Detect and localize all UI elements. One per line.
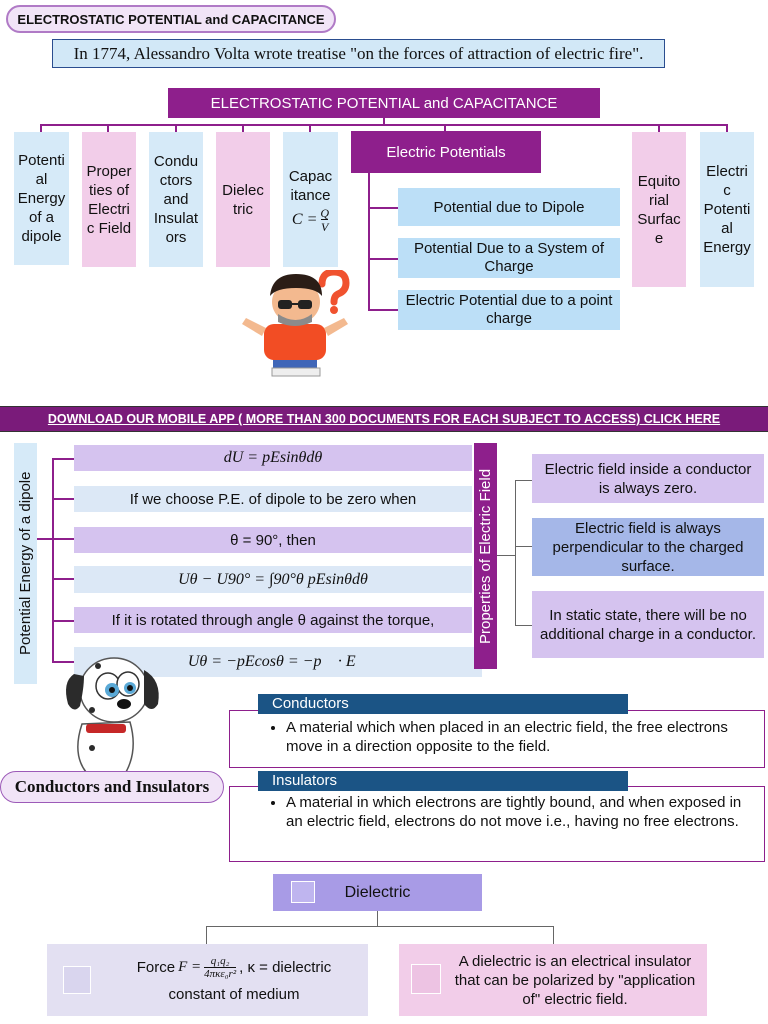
mindmap-root: ELECTROSTATIC POTENTIAL and CAPACITANCE [168,88,600,118]
field-connector [497,555,515,556]
insulator-title-bar: Insulators [258,771,628,791]
potential-item-dipole: Potential due to Dipole [398,188,620,226]
conductor-description: A material which when placed in an elect… [286,718,746,756]
branch-dielectric: Dielec tric [216,132,270,267]
header-pill: ELECTROSTATIC POTENTIAL and CAPACITANCE [6,5,336,33]
potentials-connector [368,173,370,310]
volta-quote: In 1774, Alessandro Volta wrote treatise… [52,39,665,68]
dielectric-heading: Dielectric [273,874,482,911]
field-vertical-label: Properties of Electric Field [474,443,497,669]
field-property-inside-zero: Electric field inside a conductor is alw… [532,454,764,503]
branch-conductors-insulators: Condu ctors and Insulat ors [149,132,203,267]
conductors-insulators-label: Conductors and Insulators [0,771,224,803]
mindmap-connector [383,118,385,126]
dipole-row-integral: Uθ − U90° = ∫90°θ pEsinθdθ [74,566,472,593]
dielectric-definition-icon [411,964,441,994]
insulator-description: A material in which electrons are tightl… [286,793,746,831]
dipole-row-theta-90: θ = 90°, then [74,527,472,553]
branch-equitorial-surface: Equito rial Surfac e [632,132,686,287]
conductor-title-bar: Conductors [258,694,628,714]
dalmatian-dog-illustration [66,657,159,773]
dipole-row-choose-zero: If we choose P.E. of dipole to be zero w… [74,486,472,512]
force-icon [63,966,91,994]
dielectric-connector [377,911,378,927]
dipole-vertical-label: Potential Energy of a dipole [14,443,37,684]
thinking-boy-illustration [242,270,350,377]
branch-electric-potential-energy: Electri c Potenti al Energy [700,132,754,287]
field-property-static-state: In static state, there will be no additi… [532,591,764,658]
field-property-perpendicular: Electric field is always perpendicular t… [532,518,764,576]
download-app-banner[interactable]: DOWNLOAD OUR MOBILE APP ( MORE THAN 300 … [0,406,768,432]
dielectric-heading-icon [291,881,315,903]
header-pill-title: ELECTROSTATIC POTENTIAL and CAPACITANCE [17,11,325,27]
question-mark-icon [318,270,350,306]
dielectric-definition-box: A dielectric is an electrical insulator … [399,944,707,1016]
branch-properties-electric-field: Proper ties of Electri c Field [82,132,136,267]
potential-item-point-charge: Electric Potential due to a point charge [398,290,620,330]
branch-potential-energy-dipole: Potenti al Energy of a dipole [14,132,69,265]
dipole-connector [37,538,52,540]
electric-potentials-heading: Electric Potentials [351,131,541,173]
dipole-row-du: dU = pEsinθdθ [74,445,472,471]
potential-item-system: Potential Due to a System of Charge [398,238,620,278]
dipole-row-rotated: If it is rotated through angle θ against… [74,607,472,633]
